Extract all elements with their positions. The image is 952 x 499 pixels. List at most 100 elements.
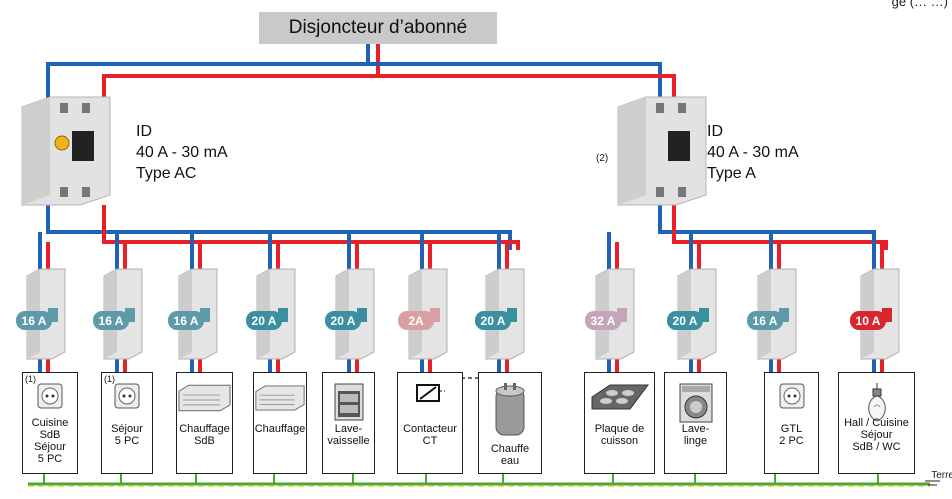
- right-rcd-type: Type A: [707, 165, 756, 182]
- contactor-icon: [398, 383, 462, 407]
- load-note: (1): [25, 374, 36, 384]
- socket-icon: [765, 383, 818, 409]
- load-box: Chauffage: [253, 372, 307, 474]
- load-label: Chauffage: [254, 423, 306, 435]
- load-box: Lave-vaisselle: [322, 372, 375, 474]
- subscriber-breaker-label: Disjoncteur d’abonné: [288, 17, 468, 38]
- neutral-feed-right: [368, 62, 662, 100]
- load-label-line: Lave-: [681, 423, 710, 435]
- dishwasher-icon: [323, 383, 374, 421]
- load-label-line: Séjour: [34, 441, 66, 453]
- load-label-line: Cuisine: [31, 417, 69, 429]
- load-note: (1): [104, 374, 115, 384]
- load-label: Lave-linge: [665, 423, 726, 447]
- washing-machine-icon: [679, 383, 712, 423]
- load-label-line: Lave-: [334, 423, 363, 435]
- load-label-line: cuisson: [600, 435, 639, 447]
- left-rcd-text: ID 40 A - 30 mA Type AC: [136, 121, 228, 184]
- load-label-line: Séjour: [860, 429, 893, 441]
- phase-feed-left: [102, 44, 380, 100]
- heater-icon: [255, 385, 305, 411]
- load-label-line: CT: [422, 435, 438, 447]
- contactor-icon: [416, 384, 445, 402]
- right-rcd-device: [616, 95, 708, 207]
- cooktop-icon: [591, 384, 649, 410]
- load-label-line: GTL: [780, 423, 803, 435]
- rcd-device-icon: [21, 96, 111, 206]
- right-rcd-note: (2): [596, 153, 609, 164]
- right-rcd-text: ID 40 A - 30 mA Type A: [707, 121, 799, 184]
- right-rcd-rating: 40 A - 30 mA: [707, 144, 799, 161]
- load-label-line: Chauffage: [179, 423, 230, 435]
- socket-icon: [23, 383, 77, 409]
- load-box: Lave-linge: [664, 372, 727, 474]
- breaker-rating-badge: 32 A: [585, 311, 621, 330]
- socket-icon: [779, 383, 804, 409]
- heater-icon: [177, 383, 232, 413]
- load-label-line: eau: [500, 455, 520, 467]
- water-heater-icon: [479, 383, 541, 439]
- load-label-line: Séjour: [111, 423, 143, 435]
- breaker-rating-badge: 20 A: [246, 311, 282, 330]
- left-rcd-rating: 40 A - 30 mA: [136, 144, 228, 161]
- breaker-rating-badge: 16 A: [16, 311, 52, 330]
- left-rcd-label: ID: [136, 123, 152, 140]
- heater-icon: [178, 384, 231, 412]
- load-label-line: Contacteur: [403, 423, 457, 435]
- left-rcd-type: Type AC: [136, 165, 197, 182]
- cooktop-icon: [585, 383, 654, 413]
- subscriber-breaker-box: Disjoncteur d’abonné: [259, 12, 497, 44]
- phase-bus-left: [102, 205, 520, 250]
- load-label-line: Chauffe: [490, 443, 530, 455]
- breaker-rating-badge: 16 A: [93, 311, 129, 330]
- breaker-rating-badge: 16 A: [747, 311, 783, 330]
- load-label-line: linge: [683, 435, 708, 447]
- breaker-rating-badge: 20 A: [325, 311, 361, 330]
- socket-icon: [102, 383, 152, 409]
- rcd-device-icon: [617, 96, 707, 206]
- water-heater-icon: [495, 383, 525, 436]
- top-right-fragment: ge (… …): [891, 0, 948, 9]
- load-label-line: SdB / WC: [852, 441, 901, 453]
- breaker-rating-badge: 10 A: [850, 311, 886, 330]
- load-label-line: 5 PC: [37, 453, 63, 465]
- lightbulb-icon: [867, 383, 886, 422]
- phase-feed-right: [378, 74, 676, 100]
- right-rcd-label: ID: [707, 123, 723, 140]
- breaker-rating-badge: 16 A: [168, 311, 204, 330]
- left-rcd-device: [20, 95, 112, 207]
- heater-icon: [254, 383, 306, 413]
- load-label-line: 2 PC: [779, 435, 804, 447]
- dishwasher-icon: [334, 383, 363, 421]
- breaker-rating-badge: 2A: [398, 311, 434, 330]
- load-label-line: Hall / Cuisine: [844, 417, 909, 429]
- earth-label: Terre: [931, 470, 952, 481]
- load-label-line: SdB: [194, 435, 215, 447]
- lightbulb-icon: [839, 383, 914, 423]
- breaker-rating-badge: 20 A: [475, 311, 511, 330]
- load-label-line: SdB: [39, 429, 61, 441]
- socket-icon: [37, 383, 63, 409]
- load-label-line: Chauffage: [254, 423, 306, 435]
- socket-icon: [114, 383, 140, 409]
- load-label-line: Plaque de: [594, 423, 645, 435]
- neutral-feed-left: [46, 44, 370, 100]
- washing-machine-icon: [665, 383, 726, 423]
- load-label: Lave-vaisselle: [323, 423, 374, 447]
